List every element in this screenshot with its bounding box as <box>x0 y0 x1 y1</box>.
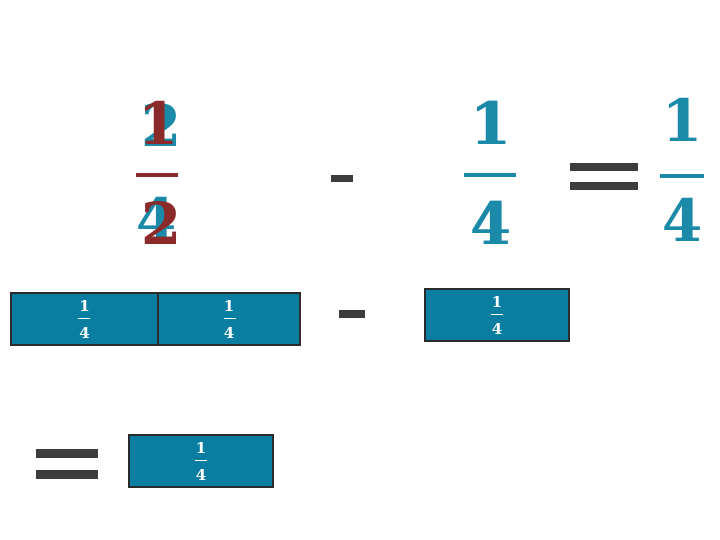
middle-denominator-shadow: 4 <box>470 190 512 258</box>
middle-fraction-bar <box>464 173 516 177</box>
result-fraction: 1 4 <box>642 92 720 252</box>
equals-bar-lower <box>570 182 638 190</box>
minus-sign <box>331 175 353 182</box>
equals-bar-upper <box>570 163 638 171</box>
middle-denominator: 4 <box>469 190 511 258</box>
left-denominator-front: 2 <box>140 190 182 258</box>
cell-1-denominator: 4 <box>79 324 90 342</box>
left-fraction-strip: 1 4 1 4 <box>10 292 301 346</box>
left-numerator-front: 1 <box>137 90 179 158</box>
result-cell-bar <box>195 460 207 461</box>
middle-numerator-shadow: 1 <box>470 90 512 158</box>
result-fraction-bar <box>660 174 704 178</box>
cell-2-bar <box>224 318 236 319</box>
strip-cell-2: 1 4 <box>157 294 299 344</box>
cell-2-denominator: 4 <box>223 324 235 342</box>
left-denominator-back: 4 <box>135 186 177 254</box>
minus-sign-bars <box>339 310 365 318</box>
cell-1-bar <box>78 318 90 319</box>
result-cell-denominator: 4 <box>195 466 207 484</box>
result-denominator: 4 <box>661 187 703 255</box>
left-numerator-back: 2 <box>140 92 182 160</box>
result-numerator: 1 <box>661 87 703 155</box>
equals-bottom-upper <box>36 449 98 458</box>
middle-fraction: 1 1 4 4 <box>450 95 530 255</box>
middle-numerator: 1 <box>469 90 511 158</box>
equals-bottom-lower <box>36 470 98 479</box>
left-fraction-bar <box>136 173 178 177</box>
cell-1-numerator: 1 <box>79 297 90 315</box>
result-cell-numerator: 1 <box>195 439 207 457</box>
middle-cell-bar <box>491 314 503 315</box>
middle-cell-numerator: 1 <box>491 293 503 311</box>
strip-cell-1: 1 4 <box>12 294 157 344</box>
left-fraction: 2 1 4 2 <box>118 95 198 255</box>
cell-2-numerator: 1 <box>223 297 235 315</box>
middle-cell-denominator: 4 <box>491 320 503 338</box>
result-fraction-strip: 1 4 <box>128 434 274 488</box>
middle-fraction-strip: 1 4 <box>424 288 570 342</box>
